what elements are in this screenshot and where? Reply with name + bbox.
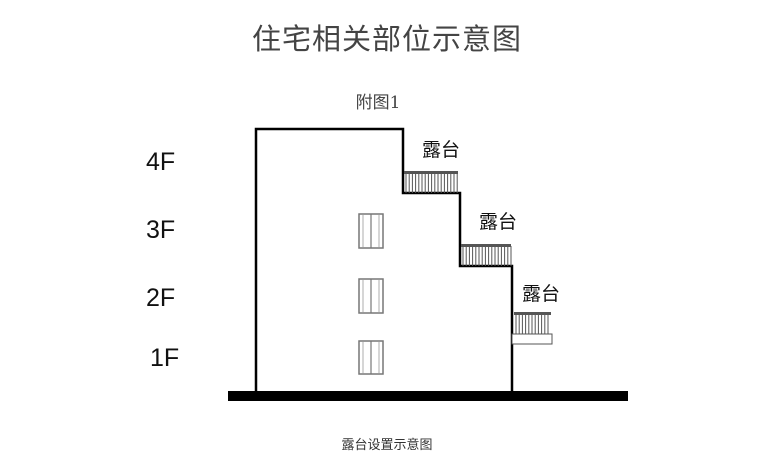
figure-number: 附图1: [355, 93, 401, 113]
floor-label-2f: 2F: [146, 284, 176, 312]
balcony-slab: [511, 333, 553, 345]
terrace-railing-bottom: [514, 312, 551, 334]
terrace-label-bottom: 露台: [522, 283, 561, 305]
terrace-label-middle: 露台: [479, 211, 518, 233]
page-title: 住宅相关部位示意图: [251, 22, 522, 56]
terrace-railing-middle: [461, 244, 512, 266]
ground-line: [228, 391, 628, 401]
window-3f: [358, 213, 384, 249]
terrace-railing-top: [404, 171, 458, 193]
terrace-label-top: 露台: [422, 139, 461, 161]
figure-caption: 露台设置示意图: [341, 438, 433, 453]
floor-label-1f: 1F: [150, 344, 180, 372]
window-1f: [358, 340, 384, 375]
floor-label-3f: 3F: [146, 216, 176, 244]
floor-label-4f: 4F: [146, 148, 176, 176]
building-outline: [254, 127, 514, 391]
window-2f: [358, 278, 384, 314]
